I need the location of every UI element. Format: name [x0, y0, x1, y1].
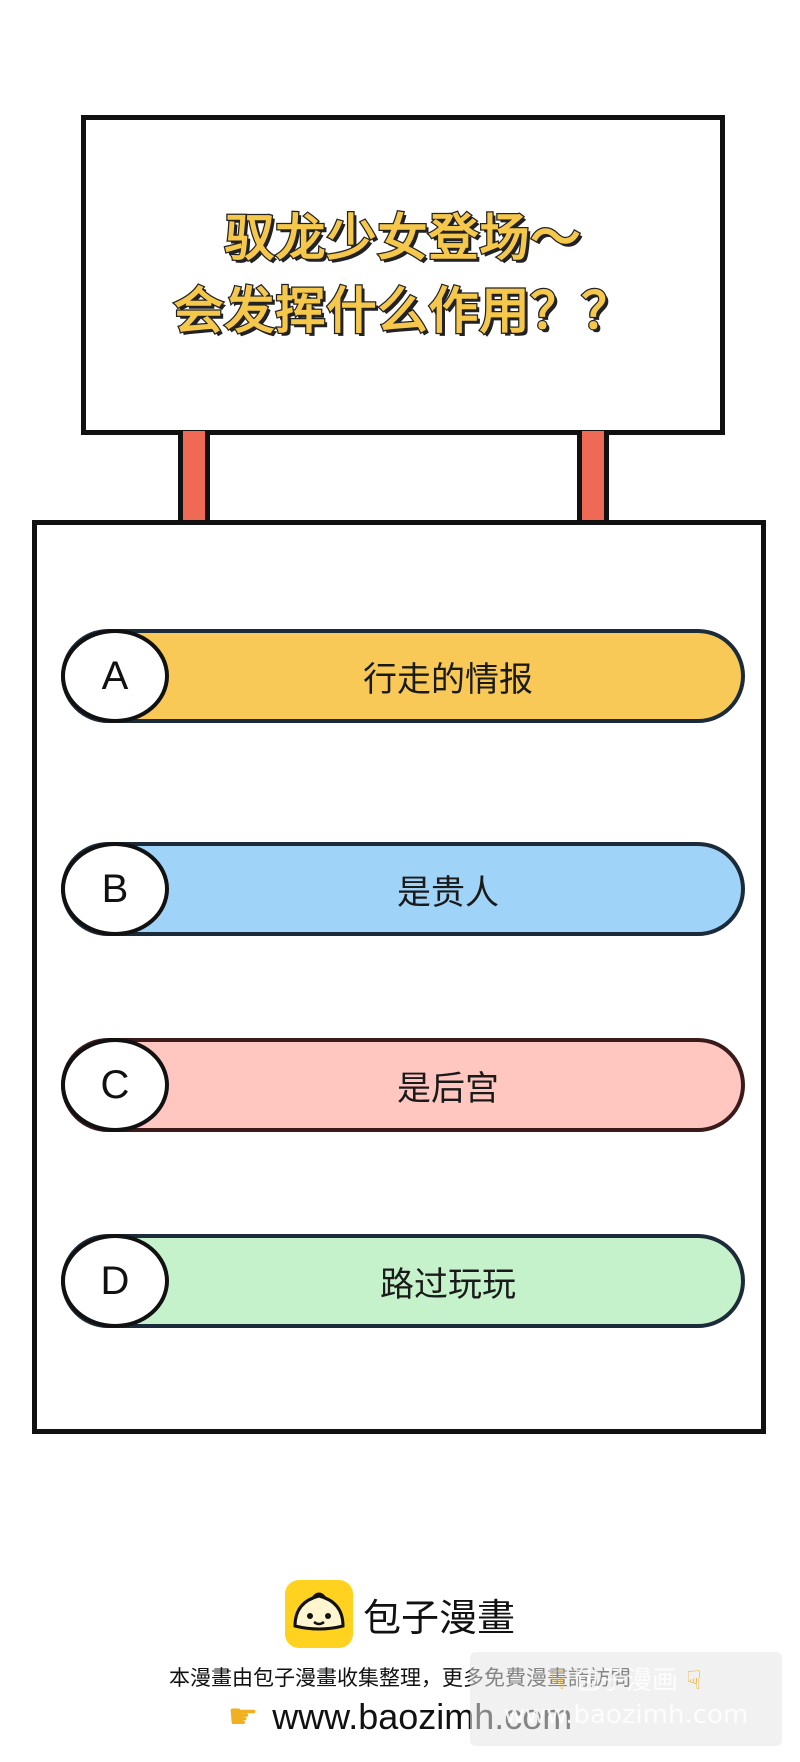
brand-row: 包子漫畫 [0, 1580, 800, 1648]
question-title-line-2: 会发挥什么作用？？ [172, 282, 633, 340]
question-signboard: 驭龙少女登场～ 会发挥什么作用？？ [81, 115, 725, 435]
option-c-button[interactable]: 是后宫 C [61, 1038, 745, 1132]
watermark-line-1: 包子漫画 [573, 1666, 678, 1697]
sign-post-right [577, 431, 609, 523]
option-c-text: 是后宫 [397, 1068, 499, 1109]
option-b-pill: 是贵人 [61, 842, 745, 936]
watermark: ☟ 包子漫画 ☟ www.baozimh.com [470, 1652, 782, 1746]
watermark-line-2: www.baozimh.com [503, 1700, 749, 1730]
watermark-pointer-icon: ☟ [550, 1666, 566, 1697]
option-d-button[interactable]: 路过玩玩 D [61, 1234, 745, 1328]
option-b-letter-badge: B [61, 842, 169, 936]
option-d-pill: 路过玩玩 [61, 1234, 745, 1328]
answer-options-panel: 行走的情报 A 是贵人 B 是后宫 C 路过玩玩 D [32, 520, 766, 1434]
option-c-pill: 是后宫 [61, 1038, 745, 1132]
question-title-line-1: 驭龙少女登场～ [223, 209, 582, 267]
option-b-button[interactable]: 是贵人 B [61, 842, 745, 936]
sign-post-left [178, 431, 210, 523]
option-d-text: 路过玩玩 [380, 1264, 516, 1305]
option-c-letter-badge: C [61, 1038, 169, 1132]
bun-logo-icon[interactable] [284, 1580, 353, 1648]
option-a-button[interactable]: 行走的情报 A [61, 629, 745, 723]
option-a-letter: A [101, 653, 129, 698]
brand-name: 包子漫畫 [362, 1595, 515, 1640]
option-b-letter: B [101, 866, 129, 911]
watermark-pointer-icon-2: ☟ [686, 1666, 702, 1697]
option-c-letter: C [100, 1062, 130, 1107]
option-a-letter-badge: A [61, 629, 169, 723]
option-a-pill: 行走的情报 [61, 629, 745, 723]
option-a-text: 行走的情报 [363, 659, 533, 700]
option-d-letter: D [100, 1258, 130, 1303]
option-d-letter-badge: D [61, 1234, 169, 1328]
option-b-text: 是贵人 [397, 872, 499, 913]
pointing-hand-icon: ☛ [227, 1697, 259, 1737]
